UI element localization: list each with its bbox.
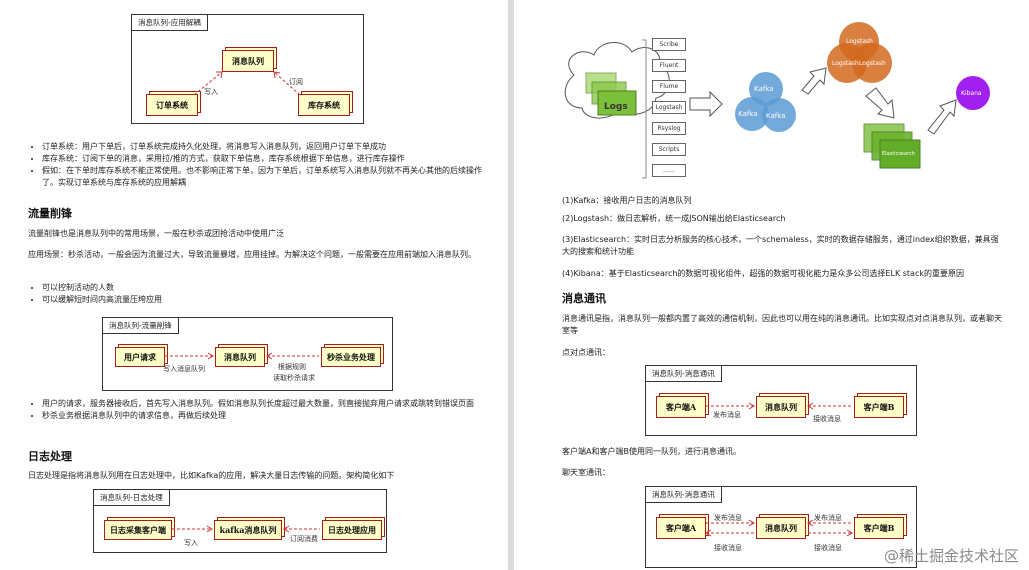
kibana-label: Kibana [961,90,982,97]
paragraph: 客户端A和客户端B使用同一队列，进行消息通讯。 [562,447,741,456]
list-item: 订单系统：用户下单后，订单系统完成持久化处理，将消息写入消息队列，返回用户订单下… [42,141,482,153]
paragraph: 流量削锋也是消息队列中的常用场景，一般在秒杀或团抢活动中使用广泛 [28,229,284,238]
paragraph: 应用场景：秒杀活动，一般会因为流量过大，导致流量暴增，应用挂掉。为解决这个问题，… [28,250,476,259]
receive-label: 接收消息 [714,544,742,552]
diagram-p2p: 消息队列-消息通讯 客户端A 消息队列 客户端B 发布消息 接收消息 [645,365,917,436]
diagram-tab: 消息队列-日志处理 [94,490,170,506]
diagram-arrows [705,519,853,537]
log-client-box: 日志采集客户端 [104,520,172,540]
list-item: 假如：在下单时库存系统不能正常使用。也不影响正常下单，因为下单后，订单系统写入消… [42,165,482,189]
diagram-tab: 消息队列-消息通讯 [646,366,722,382]
logs-label: Logs [604,102,628,112]
diagram-decoupling: 消息队列-应用解耦 消息队列 订单系统 库存系统 写入 订阅 [131,14,364,124]
watermark: @稀土掘金技术社区 [883,547,1019,565]
diagram-chat: 消息队列-消息通讯 客户端A 消息队列 客户端B 发布消息 接收消息 发布消息 … [645,486,917,568]
publish-label: 发布消息 [714,514,742,522]
diagram-tab: 消息队列-应用解耦 [132,15,208,31]
mq-box: 消息队列 [215,347,265,367]
list-item: 秒杀业务根据消息队列中的请求信息，再做后续处理 [42,410,482,422]
source-item: …… [652,164,686,177]
subscribe-label: 订阅 [289,78,303,86]
paragraph: (3)Elasticsearch：实时日志分析服务的核心技术，一个schemal… [562,235,999,256]
source-item: Logstash [652,101,686,114]
write-label: 写入 [204,88,218,96]
logstash-label: Logstash [846,38,873,45]
read-label: 读取秒杀请求 [273,374,315,382]
list-item: 库存系统：订阅下单的消息，采用拉/推的方式，获取下单信息，库存系统根据下单信息，… [42,153,482,165]
kafka-label: Kafka [738,110,758,118]
rule-label: 根据规则 [278,363,306,371]
kafka-box: kafka消息队列 [214,520,282,540]
heading-msg: 消息通讯 [562,292,606,305]
user-request-box: 用户请求 [115,347,165,367]
diagram-arrows [165,352,319,360]
diagram-tab: 消息队列-流量削锋 [103,318,179,334]
mq-box: 消息队列 [756,517,806,539]
mq-box: 消息队列 [222,50,274,72]
paragraph: 聊天室通讯： [562,468,610,477]
es-label: Elasticsearch [882,151,915,157]
paragraph: 点对点通讯： [562,348,610,357]
write-label: 写入 [184,539,198,547]
paragraph: (2)Logstash：做日志解析，统一成JSON输出给Elasticsearc… [562,214,786,223]
publish-label: 发布消息 [713,411,741,419]
client-a-box: 客户端A [656,517,706,539]
kafka-label: Kafka [766,112,786,120]
seckill-bullets: 用户的请求，服务器接收后，首先写入消息队列。假如消息队列长度超过最大数量，则直接… [28,398,482,422]
elk-architecture-diagram [564,22,990,179]
mq-box: 消息队列 [756,396,806,418]
paragraph: 消息通讯是指，消息队列一般都内置了高效的通信机制，因此也可以用在纯的消息通讯。比… [562,314,1002,335]
list-item: 用户的请求，服务器接收后，首先写入消息队列。假如消息队列长度超过最大数量，则直接… [42,398,482,410]
receive-label: 接收消息 [814,544,842,552]
seckill-box: 秒杀业务处理 [321,347,381,367]
source-item: Scribe [652,38,686,51]
source-item: Scripts [652,143,686,156]
paragraph: (1)Kafka：接收用户日志的消息队列 [562,196,692,205]
cloud-icon [564,42,670,119]
write-mq-label: 写入消息队列 [163,365,205,373]
decoupling-bullets: 订单系统：用户下单后，订单系统完成持久化处理，将消息写入消息队列，返回用户订单下… [28,141,482,189]
list-item: 可以缓解短时间内高流量压垮应用 [42,294,482,306]
list-item: 可以控制活动的人数 [42,282,482,294]
paragraph: 日志处理是指将消息队列用在日志处理中，比如Kafka的应用，解决大量日志传输的问… [28,471,395,480]
diagram-arrows [706,402,852,410]
left-page: 消息队列-应用解耦 消息队列 订单系统 库存系统 写入 订阅 订单系统：用户下单… [0,0,508,570]
diagram-arrows [172,525,320,533]
client-b-box: 客户端B [854,396,904,418]
diagram-log: 消息队列-日志处理 日志采集客户端 kafka消息队列 日志处理应用 写入 订阅… [93,489,387,553]
source-item: Fluent [652,59,686,72]
diagram-arrows [193,71,301,96]
publish-label: 发布消息 [814,514,842,522]
order-system-box: 订单系统 [146,94,198,116]
kafka-label: Kafka [754,85,774,93]
diagram-peak: 消息队列-流量削锋 用户请求 消息队列 秒杀业务处理 写入消息队列 根据规则 读… [102,317,393,391]
logstash-label: Logstash [859,60,886,67]
heading-peak: 流量削锋 [28,207,72,220]
subscribe-label: 订阅消费 [290,535,318,543]
peak-bullets: 可以控制活动的人数 可以缓解短时间内高流量压垮应用 [28,282,482,306]
client-b-box: 客户端B [854,517,904,539]
source-item: Flume [652,80,686,93]
heading-log: 日志处理 [28,450,72,463]
receive-label: 接收消息 [813,415,841,423]
logstash-label: Logstash [832,60,859,67]
diagram-tab: 消息队列-消息通讯 [646,487,722,503]
stock-system-box: 库存系统 [298,94,350,116]
paragraph: (4)Kibana：基于Elasticsearch的数据可视化组件，超强的数据可… [562,269,964,278]
right-page: Logs Kafka Kafka Kafka Logstash Logstash… [514,0,1029,570]
client-a-box: 客户端A [656,396,706,418]
source-item: Rsyslog [652,122,686,135]
log-app-box: 日志处理应用 [322,520,382,540]
